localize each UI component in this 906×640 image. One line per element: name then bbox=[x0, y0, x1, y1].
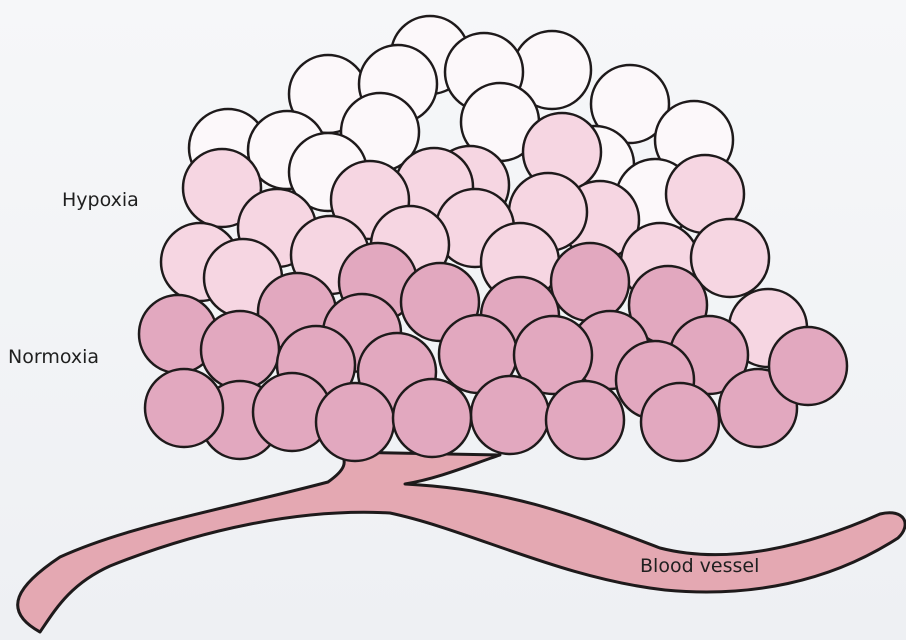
normoxic-cell bbox=[769, 327, 847, 405]
blood-vessel-label: Blood vessel bbox=[640, 555, 759, 577]
blood-vessel-icon bbox=[18, 452, 905, 632]
tumor-cells-icon bbox=[139, 16, 847, 461]
normoxic-cell bbox=[145, 369, 223, 447]
normoxic-cell bbox=[201, 311, 279, 389]
normoxic-cell bbox=[393, 379, 471, 457]
blood-vessel-shape bbox=[18, 452, 905, 632]
normoxia-label: Normoxia bbox=[8, 346, 99, 368]
normoxic-cell bbox=[316, 383, 394, 461]
hypoxia-label: Hypoxia bbox=[62, 189, 139, 211]
normoxic-cell bbox=[546, 381, 624, 459]
normoxic-cell bbox=[551, 243, 629, 321]
normoxic-cell bbox=[641, 383, 719, 461]
normoxic-cell bbox=[471, 376, 549, 454]
